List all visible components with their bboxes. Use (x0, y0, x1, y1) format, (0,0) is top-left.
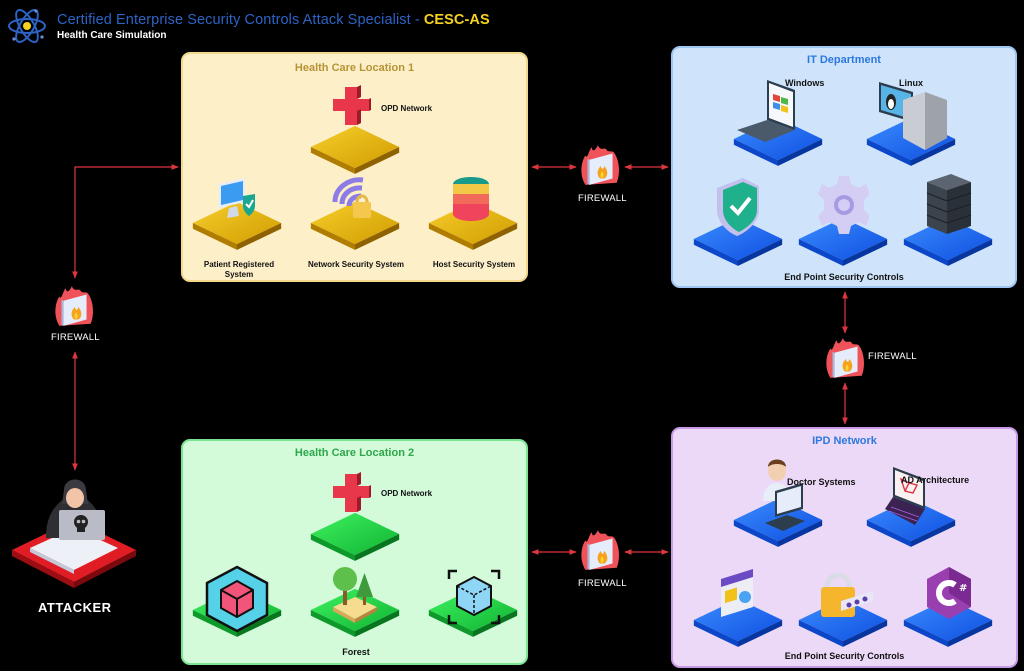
panel-title: Health Care Location 1 (294, 62, 415, 74)
system-label: AD Architecture (901, 475, 970, 485)
panel-title: IT Department (807, 54, 881, 66)
code-window-icon[interactable] (719, 569, 761, 621)
system-label: Linux (899, 78, 923, 88)
controls-label: End Point Security Controls (784, 272, 904, 282)
database-icon[interactable] (451, 176, 491, 226)
firewall-icon[interactable] (579, 528, 621, 574)
medical-cross-icon[interactable] (331, 471, 371, 519)
shield-check-icon[interactable] (713, 176, 763, 238)
forest-icon[interactable] (329, 563, 381, 625)
attacker-label: ATTACKER (38, 600, 112, 615)
system-label: Doctor Systems (787, 477, 856, 487)
firewall-label: FIREWALL (578, 578, 627, 589)
link-firewall-location1 (72, 164, 179, 279)
title-acronym: CESC-AS (423, 11, 490, 28)
firewall-label: FIREWALL (578, 193, 627, 204)
monitor-shield-icon[interactable] (215, 176, 259, 222)
atom-logo-icon (8, 9, 46, 43)
health-care-location-2-panel: Health Care Location 2 OPD Network Fores… (181, 439, 528, 665)
server-rack-icon[interactable] (923, 172, 975, 236)
firewall-label: FIREWALL (51, 332, 100, 343)
hooded-hacker-icon[interactable] (8, 470, 140, 590)
panel-title: Health Care Location 2 (294, 447, 415, 459)
system-label: Patient Registered System (203, 260, 275, 279)
firewall-icon[interactable] (53, 284, 95, 330)
network-laptop-icon[interactable] (883, 465, 943, 531)
ipd-network-panel: IPD Network Doctor Systems AD Architectu… (671, 427, 1018, 668)
system-label: Network Security System (307, 260, 405, 269)
linux-desktop-icon[interactable] (873, 78, 953, 154)
it-department-panel: IT Department Windows Linux End Point Se… (671, 46, 1017, 288)
opd-network-label: OPD Network (381, 104, 433, 113)
page-title: Certified Enterprise Security Controls A… (57, 12, 490, 28)
medical-cross-icon[interactable] (331, 84, 371, 132)
page-subtitle: Health Care Simulation (57, 29, 167, 41)
cube-in-cube-icon[interactable] (205, 565, 271, 633)
firewall-icon[interactable] (579, 143, 621, 189)
health-care-location-1-panel: Health Care Location 1 OPD Network Patie… (181, 52, 528, 282)
opd-network-label: OPD Network (381, 489, 433, 498)
wifi-lock-icon[interactable] (331, 176, 375, 224)
gear-icon[interactable] (817, 174, 869, 236)
title-text: Certified Enterprise Security Controls A… (57, 11, 420, 28)
controls-label: End Point Security Controls (784, 651, 905, 661)
doctor-workstation-icon[interactable] (757, 457, 817, 533)
header: Certified Enterprise Security Controls A… (6, 4, 490, 48)
firewall-icon[interactable] (824, 336, 866, 382)
3d-cube-focus-icon[interactable] (447, 569, 501, 625)
forest-label: Forest (342, 647, 370, 657)
windows-laptop-icon[interactable] (733, 78, 815, 146)
system-label: Host Security System (432, 260, 516, 269)
system-label: Windows (785, 78, 825, 88)
svg-text:#: # (959, 583, 967, 594)
firewall-label: FIREWALL (868, 351, 917, 362)
csharp-icon[interactable]: # (925, 565, 973, 621)
panel-title: IPD Network (812, 435, 877, 447)
password-lock-icon[interactable] (817, 567, 877, 625)
